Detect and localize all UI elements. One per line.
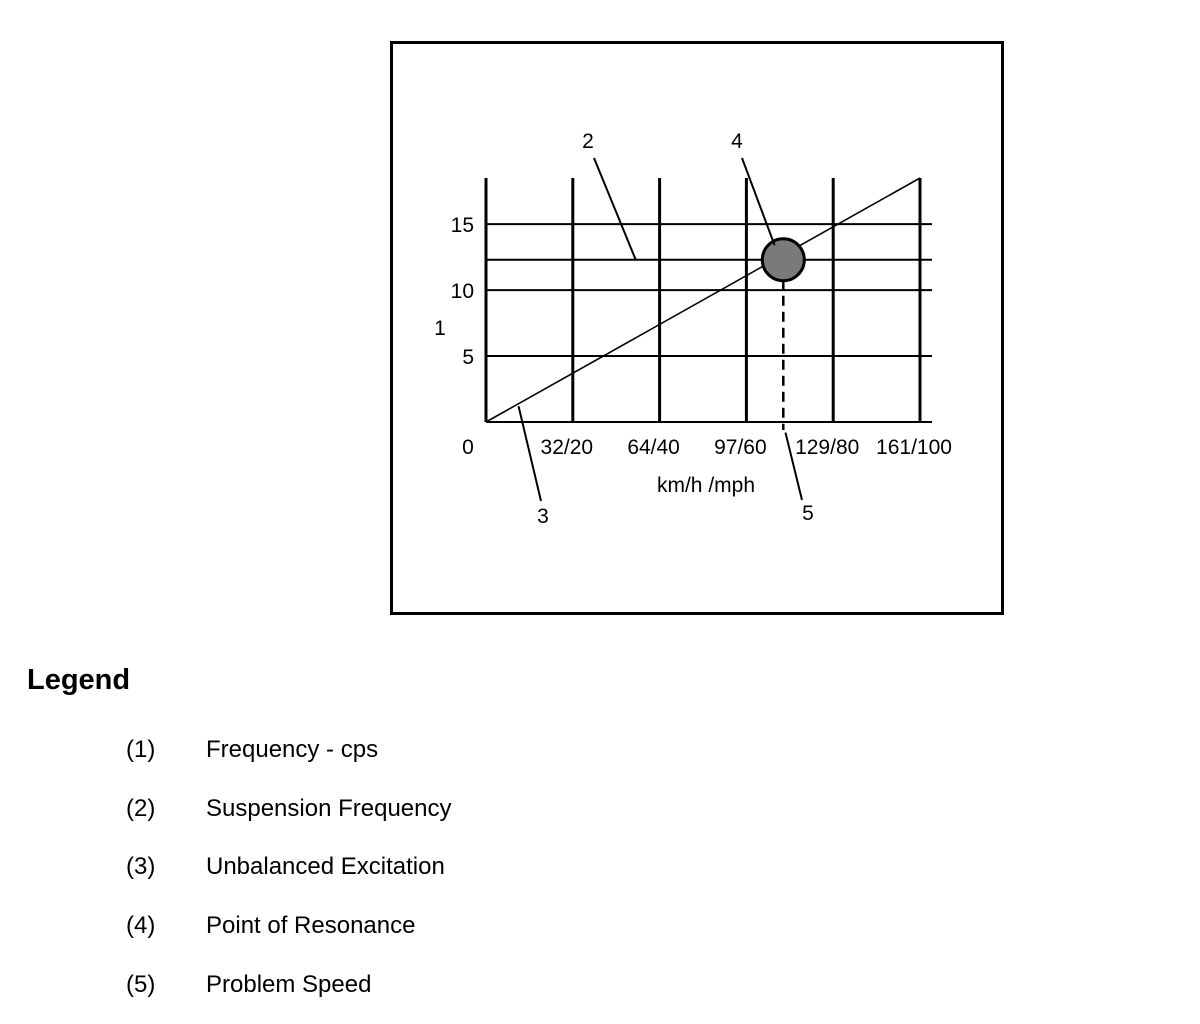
- resonance-point: [760, 237, 806, 283]
- y-tick-label: 15: [451, 214, 474, 237]
- legend-item-text: Problem Speed: [206, 971, 372, 998]
- x-tick-label: 129/80: [795, 436, 859, 459]
- legend-item-text: Frequency - cps: [206, 736, 379, 763]
- legend-item-text: Point of Resonance: [206, 912, 416, 939]
- legend-item-text: Unbalanced Excitation: [206, 853, 445, 880]
- origin-label: 0: [462, 436, 474, 459]
- legend-item-number: (1): [126, 736, 156, 763]
- x-tick-label: 32/20: [541, 436, 594, 459]
- legend-item-text: Suspension Frequency: [206, 795, 452, 822]
- callout-label: 3: [537, 505, 549, 528]
- callout-leader: [784, 432, 803, 501]
- figure-frame: [390, 41, 1004, 615]
- x-tick-label: 161/100: [876, 436, 952, 459]
- legend-title: Legend: [27, 664, 131, 696]
- x-tick-label: 64/40: [627, 436, 680, 459]
- legend-item-number: (4): [126, 912, 156, 939]
- callout-label: 5: [802, 502, 814, 525]
- excitation-line: [485, 177, 921, 423]
- legend-item-number: (5): [126, 971, 156, 998]
- callout-label: 4: [731, 130, 743, 153]
- callout-leader: [517, 405, 542, 502]
- legend-item-number: (2): [126, 795, 156, 822]
- legend-item-number: (3): [126, 853, 156, 880]
- y-tick-label: 5: [462, 346, 474, 369]
- x-axis-label: km/h /mph: [657, 474, 755, 497]
- callout-label: 2: [582, 130, 594, 153]
- y-tick-label: 10: [451, 280, 474, 303]
- callout-leader: [593, 157, 637, 261]
- x-tick-label: 97/60: [714, 436, 767, 459]
- callout-leader: [741, 157, 776, 246]
- y-axis-label: 1: [434, 317, 446, 340]
